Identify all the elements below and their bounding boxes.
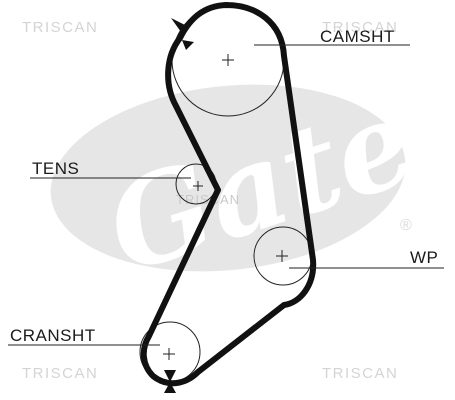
crankshaft-label: CRANSHT (10, 326, 96, 345)
timing-belt (140, 2, 317, 387)
crankshaft-center-mark (163, 348, 175, 360)
crankshaft-direction-arrow-icon (164, 382, 176, 393)
gates-logo-watermark: Gates ® (50, 49, 455, 301)
pulley-centers (163, 54, 288, 360)
camshaft-timing-mark-icon (182, 40, 194, 50)
watermark-bottom-left: TRISCAN (22, 365, 98, 382)
watermark-top-left: TRISCAN (22, 19, 98, 36)
camshaft-center-mark (222, 54, 234, 66)
camshaft-label: CAMSHT (320, 27, 395, 46)
logo-oval (50, 84, 406, 272)
water-pump-center-mark (276, 250, 288, 262)
watermark-bottom-right: TRISCAN (322, 365, 398, 382)
label-leader-lines (8, 44, 444, 346)
water-pump-label: WP (410, 248, 438, 267)
registered-mark: ® (400, 217, 412, 234)
watermark-top-right: TRISCAN (322, 19, 398, 36)
tensioner-label: TENS (32, 159, 79, 178)
tensioner-center-mark (193, 181, 203, 191)
crankshaft-timing-mark-icon (164, 370, 176, 382)
camshaft-direction-arrow-icon (171, 18, 187, 32)
